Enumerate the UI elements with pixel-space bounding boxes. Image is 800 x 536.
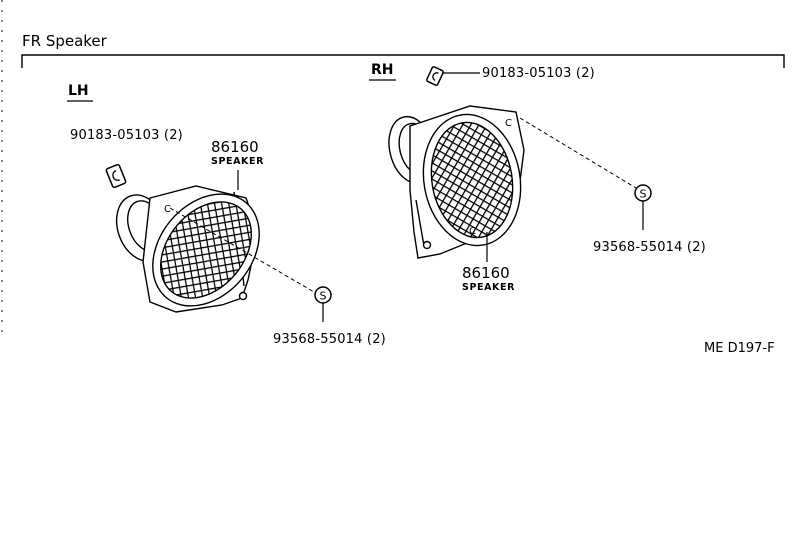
rh-screw-dashed-line bbox=[519, 117, 637, 189]
diagram-title: FR Speaker bbox=[22, 32, 107, 50]
rh-speaker bbox=[388, 105, 525, 259]
diagram-code: ME D197-F bbox=[704, 341, 775, 356]
lh-screw-part-number: 93568-55014 (2) bbox=[273, 332, 386, 347]
lh-speaker-name: SPEAKER bbox=[211, 156, 265, 167]
lh-nut-icon bbox=[105, 163, 127, 189]
lh-clip-mark: C bbox=[164, 204, 171, 215]
rh-screw-icon: S bbox=[634, 184, 652, 202]
lh-speaker bbox=[115, 185, 260, 313]
rh-clip-mark-lower: C bbox=[469, 226, 476, 237]
rh-nut-icon bbox=[426, 66, 444, 86]
rh-nut-part-number: 90183-05103 (2) bbox=[482, 66, 595, 81]
lh-speaker-part-number: 86160 bbox=[211, 138, 259, 156]
lh-side-label: LH bbox=[68, 83, 89, 99]
rh-side-label: RH bbox=[371, 62, 394, 78]
rh-speaker-part-number: 86160 bbox=[462, 264, 510, 282]
lh-nut-part-number: 90183-05103 (2) bbox=[70, 128, 183, 143]
lh-screw-icon: S bbox=[314, 286, 332, 304]
svg-text:S: S bbox=[640, 188, 647, 201]
rh-speaker-name: SPEAKER bbox=[462, 282, 516, 293]
svg-text:S: S bbox=[320, 290, 327, 303]
rh-clip-mark: C bbox=[505, 118, 512, 129]
rh-screw-part-number: 93568-55014 (2) bbox=[593, 240, 706, 255]
group-bracket bbox=[21, 54, 785, 68]
